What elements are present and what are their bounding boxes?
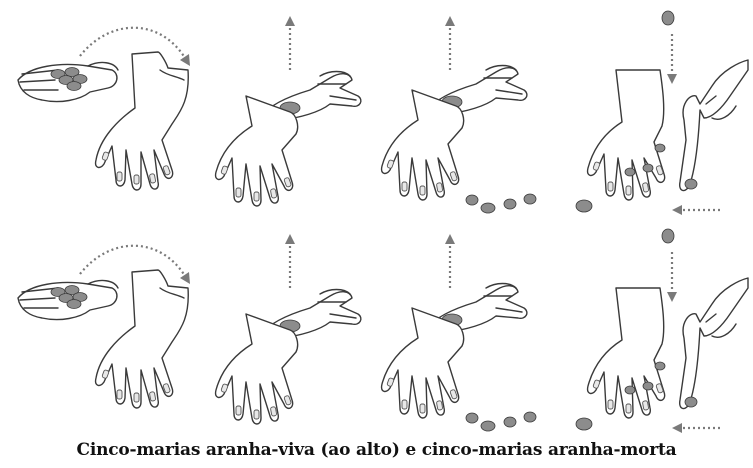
panel-1-top [18, 28, 190, 190]
panel-2-bottom [216, 234, 361, 424]
illustration-svg [0, 0, 753, 440]
panel-2-top [216, 16, 361, 206]
figure-caption: Cinco-marias aranha-viva (ao alto) e cin… [0, 437, 753, 463]
panel-4-bottom [576, 229, 748, 433]
panel-3-bottom [382, 234, 536, 431]
row-aranha-morta [18, 229, 748, 433]
panel-1-bottom [18, 246, 190, 408]
panel-4-top [576, 11, 748, 215]
panel-3-top [382, 16, 536, 213]
row-aranha-viva [18, 11, 748, 215]
